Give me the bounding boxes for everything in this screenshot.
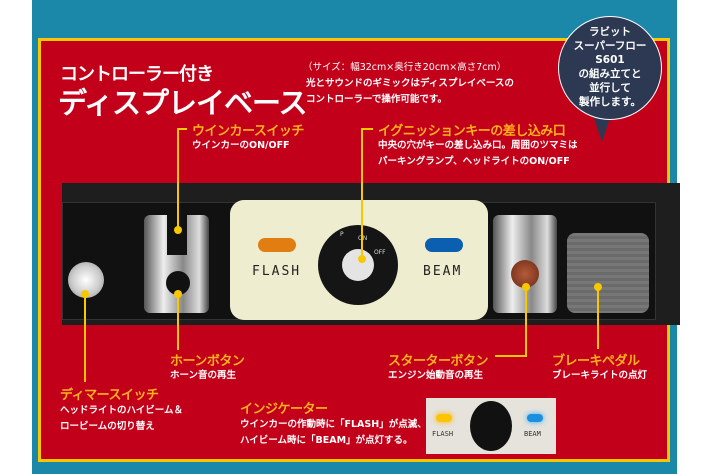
speech-bubble: ラビット スーパーフロー S601 の組み立てと 並行して 製作します。 (558, 16, 662, 120)
leader-dot (174, 226, 182, 234)
leader-line (177, 294, 179, 350)
leader-dot (81, 290, 89, 298)
dimmer-desc1: ヘッドライトのハイビーム＆ (60, 405, 184, 416)
leader-dot (522, 283, 530, 291)
bubble-line: の組み立てと (578, 68, 642, 80)
ignition-desc1: 中央の穴がキーの差し込み口。周囲のツマミは (378, 140, 578, 151)
beam-label: BEAM (423, 264, 463, 279)
beam-lamp-lit (527, 414, 543, 422)
leader-line (361, 128, 363, 258)
leader-line (361, 128, 373, 130)
leader-line (597, 287, 599, 349)
brake-desc: ブレーキライトの点灯 (552, 370, 648, 381)
brake-pedal (567, 233, 649, 313)
beam-lamp (425, 238, 463, 252)
leader-dot (594, 283, 602, 291)
horn-title: ホーンボタン (170, 354, 245, 369)
leader-line (84, 294, 86, 382)
leader-line (177, 128, 187, 130)
flash-lamp-lit (436, 414, 452, 422)
leader-dot (358, 255, 366, 263)
starter-desc: エンジン始動音の再生 (388, 370, 484, 381)
leader-line (177, 128, 179, 228)
bubble-line: スーパーフロー (573, 40, 647, 52)
brake-title: ブレーキペダル (552, 354, 640, 369)
bubble-line: ラビット (589, 26, 631, 38)
intro-line1: 光とサウンドのギミックはディスプレイベースの (306, 78, 514, 89)
bubble-line: 製作します。 (579, 96, 641, 108)
flash-lamp (258, 238, 296, 252)
title-line1: コントローラー付き (60, 64, 214, 85)
indicator-title: インジケーター (240, 402, 328, 417)
bubble-line: S601 (595, 54, 625, 66)
indicator-desc1: ウインカーの作動時に「FLASH」が点滅、 (240, 419, 427, 430)
winker-lever (167, 215, 187, 255)
inset-flash-label: FLASH (432, 430, 454, 438)
key-p-label: P (340, 231, 344, 238)
leader-dot (174, 290, 182, 298)
leader-line (525, 287, 527, 357)
flash-label: FLASH (252, 264, 302, 279)
ignition-title: イグニッションキーの差し込み口 (378, 124, 566, 139)
horn-desc: ホーン音の再生 (170, 370, 237, 381)
dimmer-desc2: ロービームの切り替え (60, 421, 155, 432)
key-hole (342, 249, 374, 281)
dimmer-title: ディマースイッチ (60, 388, 159, 403)
leader-line (495, 355, 527, 357)
starter-title: スターターボタン (388, 354, 489, 369)
size-text: （サイズ：幅32cm×奥行き20cm×高さ7cm） (303, 62, 507, 73)
indicator-desc2: ハイビーム時に「BEAM」が点灯する。 (240, 435, 413, 446)
inset-beam-label: BEAM (524, 430, 541, 438)
indicator-inset-photo: FLASH BEAM (426, 398, 556, 454)
key-off-label: OFF (374, 249, 386, 256)
bubble-line: 並行して (589, 82, 631, 94)
title-line2: ディスプレイベース (58, 86, 308, 120)
intro-line2: コントローラーで操作可能です。 (306, 94, 447, 105)
winker-desc: ウインカーのON/OFF (192, 140, 290, 151)
ignition-desc2: パーキングランプ、ヘッドライトのON/OFF (378, 156, 570, 167)
ignition-key-switch: P ON OFF (318, 225, 398, 305)
winker-title: ウインカースイッチ (192, 124, 304, 139)
inset-key-switch (470, 401, 512, 451)
